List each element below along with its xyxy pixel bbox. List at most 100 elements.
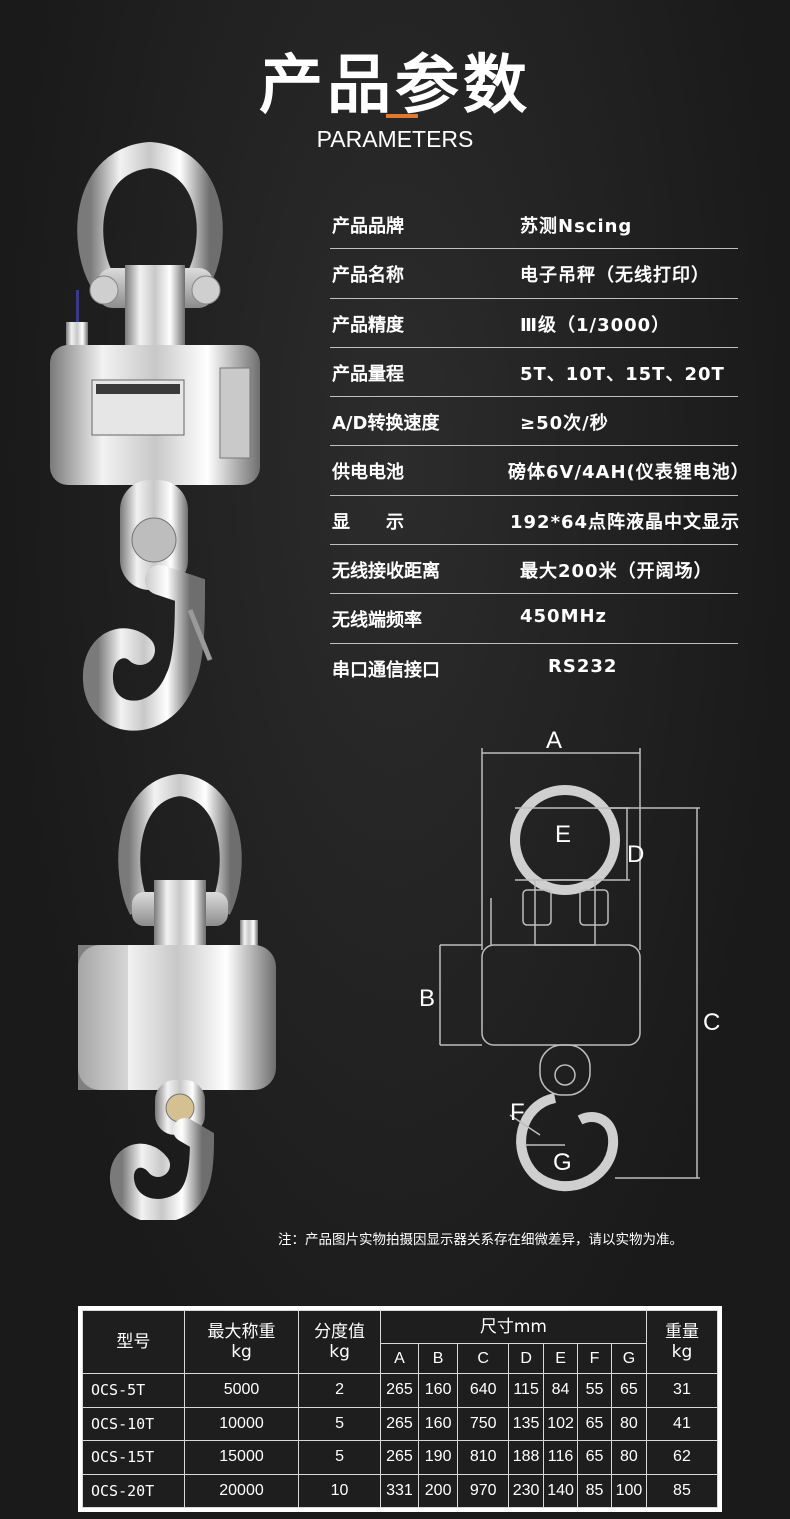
param-value: 最大200米（开阔场） [520,561,713,583]
cell-max: 15000 [183,1440,300,1475]
dim-label-f: F [510,1099,525,1126]
cell-dim: 750 [457,1406,510,1441]
cell-max: 20000 [183,1473,300,1508]
cell-dim: 55 [577,1373,612,1408]
cell-weight: 31 [645,1373,719,1408]
header-size: 尺寸mm [379,1310,647,1344]
page-title: 产品参数 [259,49,531,123]
title-accent-bar [386,114,418,118]
cell-dim: 115 [508,1373,545,1408]
cell-dim: 190 [418,1440,459,1475]
table-row: OCS-10T 10000 5 265 160 750 135 102 65 8… [82,1406,719,1441]
cell-dim: 970 [457,1473,510,1508]
param-row: 产品量程 5T、10T、15T、20T [330,348,738,398]
param-row: 显 示 192*64点阵液晶中文显示 [330,496,739,546]
cell-dim: 640 [457,1373,510,1408]
cell-dim: 265 [379,1373,420,1408]
cell-weight: 41 [645,1406,719,1441]
param-label: 无线端频率 [332,610,422,632]
param-value: 450MHz [520,606,608,628]
cell-div: 5 [298,1406,381,1441]
cell-dim: 100 [610,1473,647,1508]
param-row: 无线端频率 450MHz [330,594,738,644]
header-dim: A [379,1343,420,1374]
header-dim: F [577,1343,612,1374]
cell-dim: 265 [379,1406,420,1441]
table-row: OCS-15T 15000 5 265 190 810 188 116 65 8… [82,1440,719,1475]
cell-dim: 85 [577,1473,612,1508]
dim-label-c: C [703,1009,720,1036]
param-row: A/D转换速度 ≥50次/秒 [330,397,738,447]
param-value: 磅体6V/4AH(仪表锂电池） [508,462,750,484]
param-label: 产品精度 [332,314,404,336]
param-value: 电子吊秤（无线打印） [520,265,710,287]
param-row: 产品精度 Ⅲ级（1/3000） [330,299,738,348]
dim-label-g: G [553,1149,572,1176]
cell-dim: 810 [457,1440,510,1475]
dim-label-d: D [627,841,644,868]
cell-div: 5 [298,1440,381,1475]
dim-label-a: A [546,727,562,754]
cell-dim: 140 [543,1473,579,1508]
param-label: 显 示 [332,511,404,533]
table-row: OCS-5T 5000 2 265 160 640 115 84 55 65 3… [82,1373,719,1408]
cell-dim: 160 [418,1406,459,1441]
param-value: 5T、10T、15T、20T [520,363,725,385]
header-dim: G [610,1343,647,1374]
header-model: 型号 [82,1310,185,1374]
table-row: OCS-20T 20000 10 331 200 970 230 140 85 … [82,1473,719,1508]
cell-dim: 200 [418,1473,459,1508]
cell-dim: 188 [508,1440,545,1475]
param-value: RS232 [548,655,618,677]
cell-dim: 80 [610,1406,647,1441]
param-row: 产品品牌 苏测Nscing [330,200,738,250]
param-row: 产品名称 电子吊秤（无线打印） [330,249,738,299]
crane-scale-photo-main [50,141,260,731]
cell-dim: 230 [508,1473,545,1508]
parameters-list: 产品品牌 苏测Nscing 产品名称 电子吊秤（无线打印） 产品精度 Ⅲ级（1/… [330,200,749,692]
header-dim: C [457,1343,510,1374]
cell-div: 10 [298,1473,381,1508]
cell-dim: 65 [577,1440,612,1475]
cell-model: OCS-20T [82,1473,185,1508]
cell-dim: 116 [543,1440,579,1475]
param-label: A/D转换速度 [332,413,440,435]
cell-weight: 85 [645,1473,719,1508]
param-row: 串口通信接口 RS232 [330,644,738,692]
cell-dim: 102 [543,1406,579,1441]
param-label: 产品名称 [332,265,404,287]
cell-model: OCS-10T [82,1406,185,1441]
dimension-diagram: A E D B C F G [419,727,720,1192]
header-dim: D [508,1343,545,1374]
cell-model: OCS-15T [82,1440,185,1475]
header-dim: B [418,1343,459,1374]
cell-dim: 331 [379,1473,420,1508]
cell-dim: 135 [508,1406,545,1441]
param-row: 无线接收距离 最大200米（开阔场） [330,545,738,595]
dim-label-e: E [555,821,571,848]
disclaimer-note: 注：产品图片实物拍摄因显示器关系存在细微差异，请以实物为准。 [278,1232,683,1248]
param-label: 产品品牌 [332,216,404,237]
param-label: 无线接收距离 [332,561,440,583]
cell-weight: 62 [645,1440,719,1475]
cell-dim: 80 [610,1440,647,1475]
cell-dim: 265 [379,1440,420,1475]
dim-label-b: B [419,985,435,1012]
header-dim: E [543,1343,579,1374]
param-label: 供电电池 [332,462,404,484]
cell-dim: 84 [543,1373,579,1408]
param-label: 串口通信接口 [332,659,440,681]
page-subtitle: PARAMETERS [316,126,474,152]
param-value: ≥50次/秒 [520,413,609,435]
param-row: 供电电池 磅体6V/4AH(仪表锂电池） [330,446,749,496]
param-value: 苏测Nscing [520,216,633,237]
crane-scale-photo-secondary [78,773,276,1220]
param-value: Ⅲ级（1/3000） [520,314,671,336]
cell-div: 2 [298,1373,381,1408]
